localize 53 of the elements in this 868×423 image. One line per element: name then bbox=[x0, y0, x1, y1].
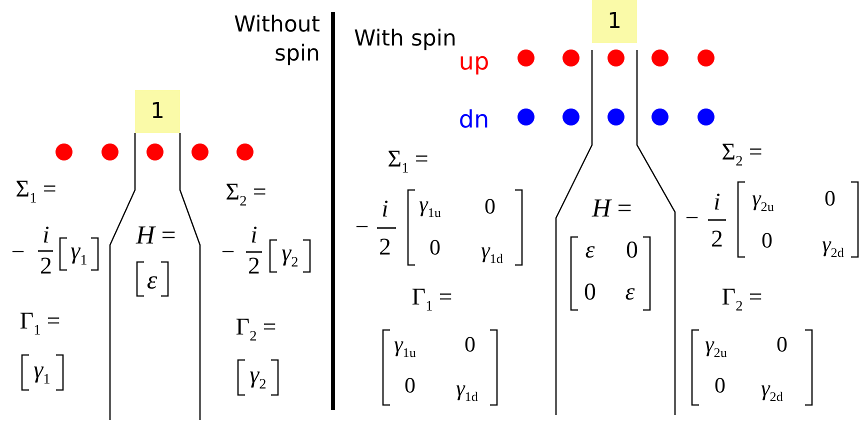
matrix-entry: ε bbox=[625, 280, 635, 306]
matrix-entry: γ$_{2u}$ bbox=[752, 186, 774, 214]
spin-label: up bbox=[458, 49, 490, 75]
matrix-entry: γ$_{2}$ bbox=[282, 242, 298, 270]
matrix-entry: 0 bbox=[404, 373, 416, 397]
fraction-denominator: 2 bbox=[379, 235, 391, 261]
equation-label: Σ$_{2}$ = bbox=[722, 140, 762, 170]
equation-label: Σ$_{1}$ = bbox=[388, 148, 428, 176]
site-number-box: 1 bbox=[135, 90, 180, 133]
fraction-denominator: 2 bbox=[711, 227, 723, 253]
minus-sign: − bbox=[685, 206, 699, 232]
fraction-denominator: 2 bbox=[248, 254, 260, 280]
panel-heading: Without spin bbox=[233, 11, 320, 68]
matrix-entry: γ$_{1d}$ bbox=[481, 238, 503, 266]
equation-label: Γ$_{1}$ = bbox=[20, 310, 60, 338]
minus-sign: − bbox=[355, 215, 369, 241]
matrix-entry: γ$_{2d}$ bbox=[761, 376, 783, 404]
equation-label: Γ$_{2}$ = bbox=[722, 286, 762, 314]
matrix-entry: 0 bbox=[714, 373, 726, 397]
fraction-numerator: i bbox=[382, 197, 388, 223]
equation-label: Σ$_{2}$ = bbox=[226, 180, 266, 210]
matrix-entry: 0 bbox=[584, 280, 596, 306]
equation-label: Σ$_{1}$ = bbox=[16, 178, 56, 206]
site-number-box: 1 bbox=[592, 0, 637, 43]
minus-sign: − bbox=[11, 240, 25, 266]
matrix-entry: γ$_{1}$ bbox=[70, 240, 88, 268]
equation-label: H = bbox=[592, 194, 632, 222]
fraction-denominator: 2 bbox=[40, 254, 52, 280]
matrix-entry: 0 bbox=[824, 186, 836, 210]
matrix-entry: 0 bbox=[776, 332, 788, 356]
matrix-entry: 0 bbox=[430, 235, 440, 259]
matrix-entry: 0 bbox=[484, 194, 496, 218]
matrix-entry: γ$_{1u}$ bbox=[419, 192, 441, 220]
equation-label: Γ$_{2}$ = bbox=[236, 316, 276, 344]
matrix-entry: γ$_{1d}$ bbox=[456, 376, 478, 404]
matrix-entry: ε bbox=[146, 266, 158, 294]
fraction-numerator: i bbox=[714, 190, 720, 216]
matrix-entry: γ$_{2d}$ bbox=[822, 232, 844, 260]
equation-label: Γ$_{1}$ = bbox=[412, 286, 452, 314]
minus-sign: − bbox=[221, 240, 235, 266]
matrix-entry: 0 bbox=[762, 228, 772, 252]
panel-heading: With spin bbox=[354, 26, 458, 54]
matrix-entry: 0 bbox=[464, 332, 476, 356]
matrix-entry: 0 bbox=[626, 238, 638, 264]
matrix-entry: γ$_{1}$ bbox=[34, 358, 50, 388]
fraction-numerator: i bbox=[42, 223, 50, 249]
spin-label: dn bbox=[458, 107, 490, 133]
matrix-entry: ε bbox=[585, 238, 595, 264]
fraction-numerator: i bbox=[250, 223, 258, 249]
equation-label: H = bbox=[136, 221, 176, 249]
matrix-entry: γ$_{2}$ bbox=[250, 364, 266, 392]
matrix-entry: γ$_{1u}$ bbox=[394, 332, 416, 360]
matrix-entry: γ$_{2u}$ bbox=[705, 332, 727, 360]
